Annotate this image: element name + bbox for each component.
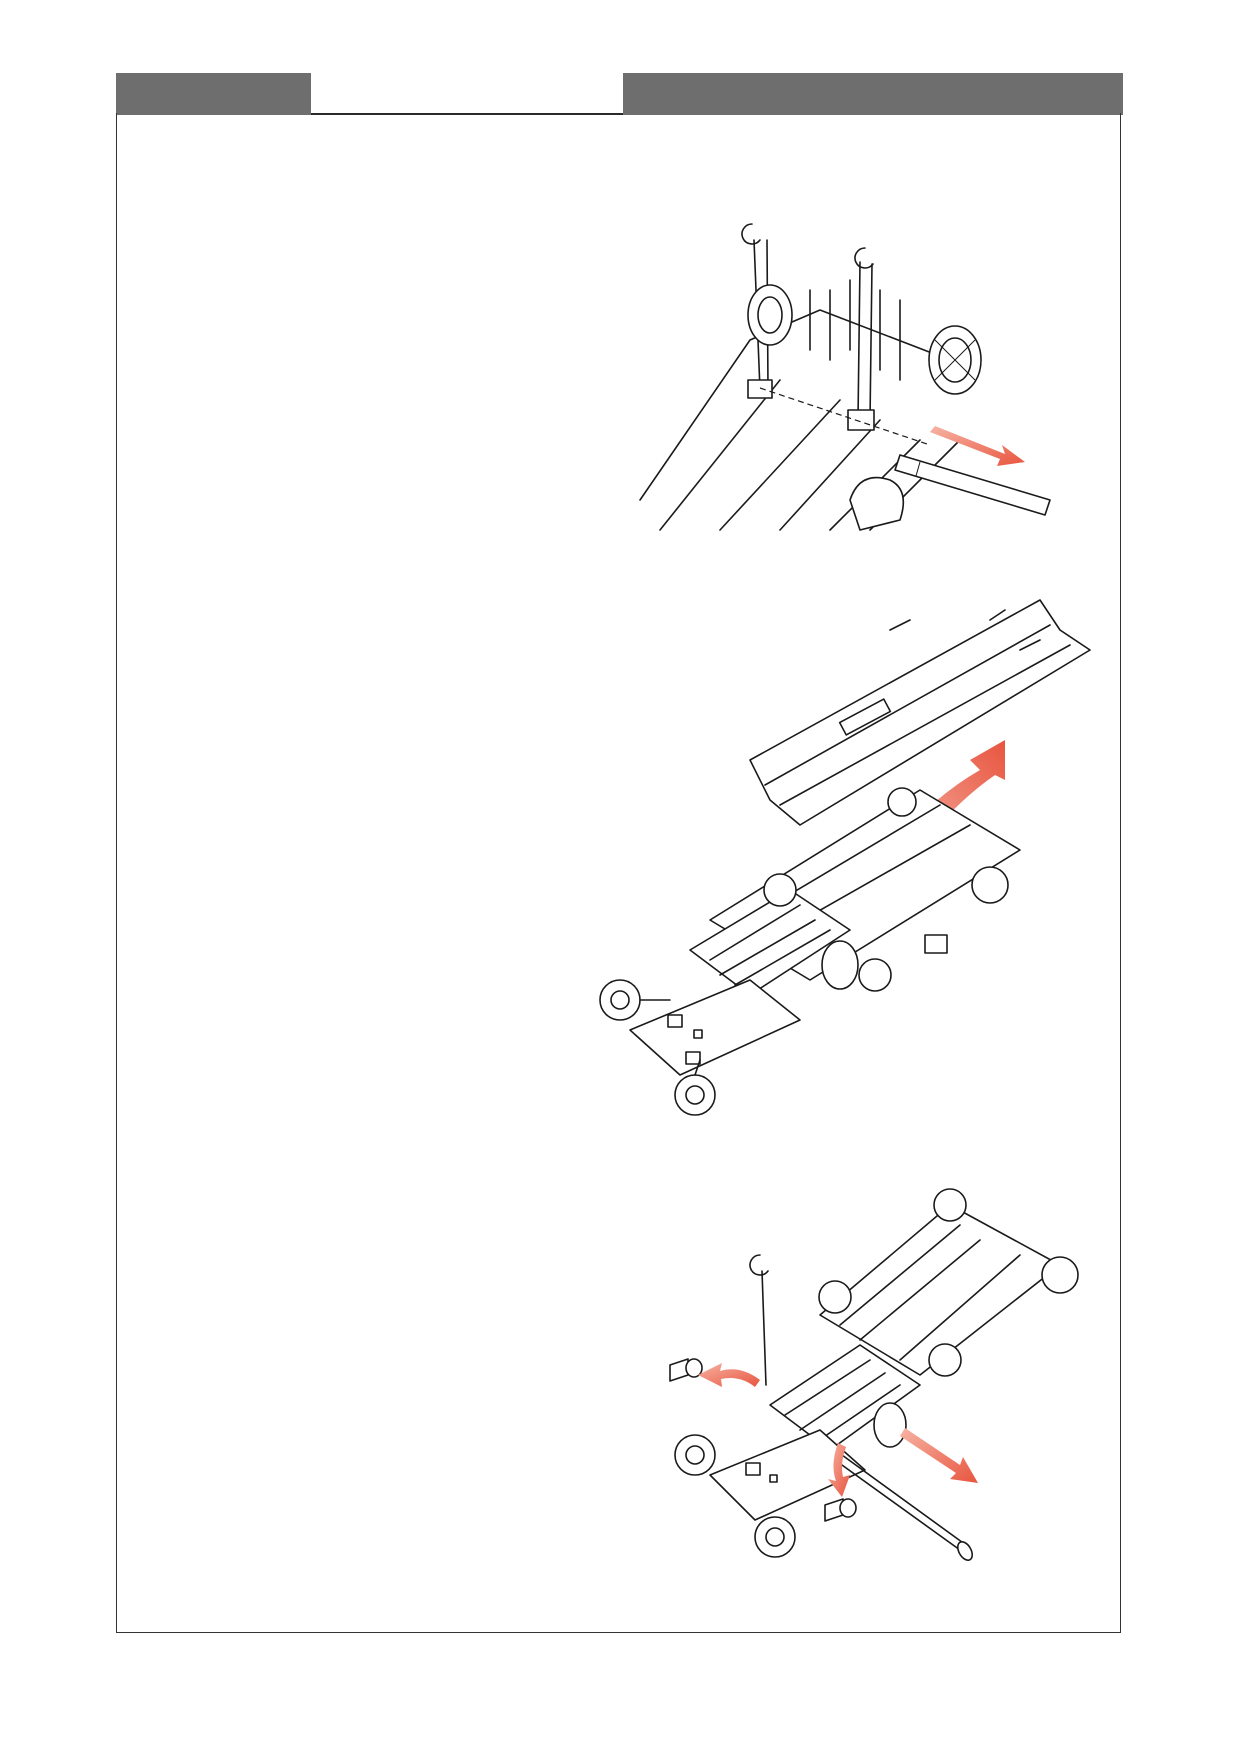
header-right-bar	[623, 73, 1123, 115]
content-frame	[116, 113, 1121, 1633]
roller-disassembly-illustration	[660, 1175, 1100, 1575]
cover-lift-illustration	[590, 590, 1110, 1135]
header-tab	[311, 73, 623, 115]
header-left-bar	[116, 73, 311, 115]
shaft-removal-illustration	[630, 200, 1100, 550]
